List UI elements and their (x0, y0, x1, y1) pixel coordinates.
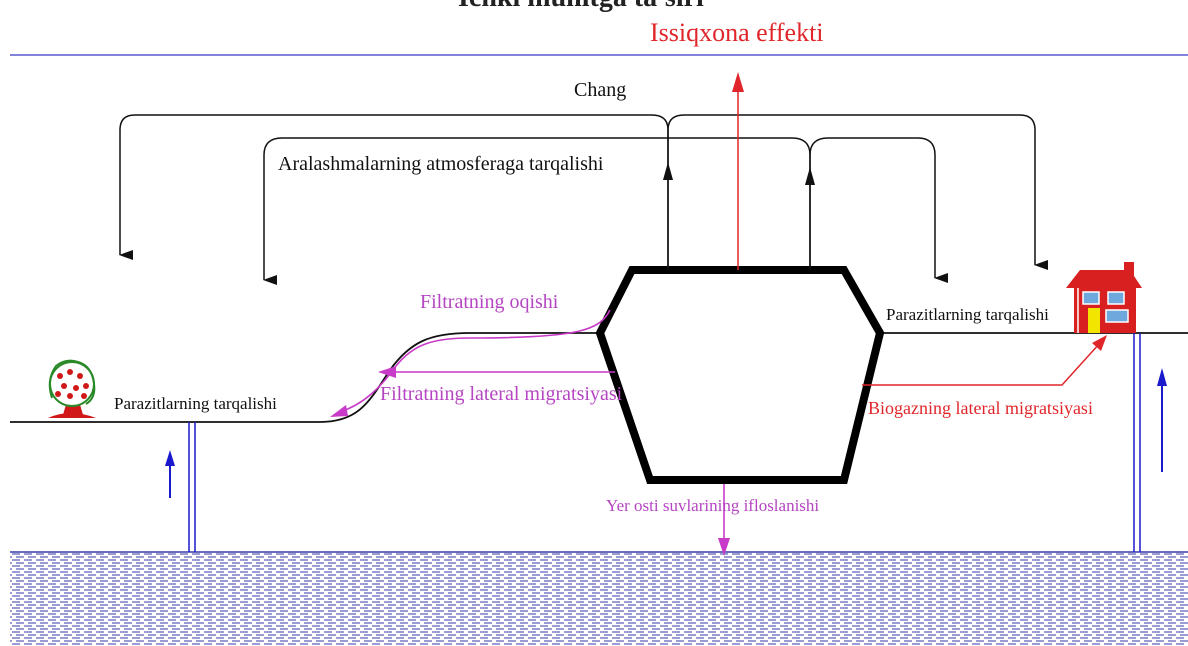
dust-arrow-right (667, 114, 1048, 270)
greenhouse-effect-label: Issiqxona effekti (650, 18, 824, 47)
biogas-arrow (862, 342, 1101, 386)
groundwater-pollution-label: Yer osti suvlarining ifloslanishi (606, 496, 820, 515)
dust-riser-arrowhead (663, 162, 673, 180)
dust-arrow-left (119, 114, 669, 270)
mixture-arrow-left (263, 137, 811, 285)
mixture-riser-arrowhead (805, 167, 815, 185)
greenhouse-arrowhead (732, 72, 744, 92)
dust-label: Chang (574, 79, 627, 101)
groundwater-zone (10, 552, 1188, 646)
mixture-arrow-right (809, 137, 948, 283)
leachate-flow-curve (339, 309, 611, 413)
top-title-fragment: Ichki muhitga ta'siri (458, 0, 704, 12)
leachate-flow-label: Filtratning oqishi (420, 291, 559, 313)
blue-arrowhead-left (165, 450, 175, 466)
tree-icon (48, 359, 96, 418)
biogas-arrowhead (1092, 335, 1107, 351)
leachate-flow-arrowhead (330, 405, 348, 417)
house-icon (1066, 262, 1142, 333)
leachate-lateral-arrowhead (378, 366, 396, 378)
biogas-lateral-label: Biogazning lateral migratsiyasi (868, 398, 1093, 418)
leachate-lateral-label: Filtratning lateral migratsiyasi (380, 383, 623, 405)
blue-arrowhead-right (1157, 368, 1167, 386)
landfill-body (595, 266, 885, 484)
atmosphere-spread-label: Aralashmalarning atmosferaga tarqalishi (278, 153, 604, 175)
parasites-right-label: Parazitlarning tarqalishi (886, 305, 1049, 324)
parasites-left-label: Parazitlarning tarqalishi (114, 394, 277, 413)
groundwater-arrowhead (718, 538, 730, 556)
